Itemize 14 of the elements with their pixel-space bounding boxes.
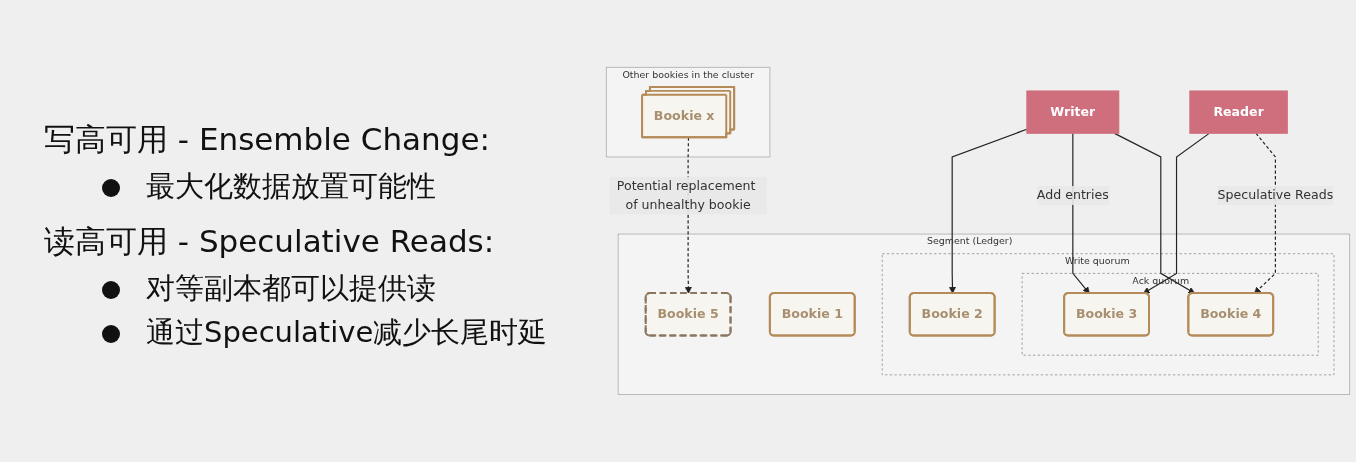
arrow bbox=[1143, 132, 1210, 294]
bullet-text: 通过Speculative减少长尾时延 bbox=[146, 315, 548, 349]
edge-label: Speculative Reads bbox=[1217, 187, 1334, 203]
arrow bbox=[949, 128, 1028, 294]
edge-label: Potential replacement of unhealthy bookie bbox=[616, 178, 756, 213]
arrow bbox=[1254, 132, 1276, 294]
bullet-text: 最大化数据放置可能性 bbox=[146, 169, 436, 203]
arrow bbox=[1113, 132, 1196, 294]
node-box: Writer bbox=[1026, 90, 1120, 134]
bullet-text: 对等副本都可以提供读 bbox=[146, 271, 436, 305]
node-box: Reader bbox=[1189, 90, 1288, 134]
edge-label: Add entries bbox=[1036, 187, 1109, 203]
heading-text: 写高可用 - Ensemble Change: bbox=[44, 120, 491, 159]
heading-text: 读高可用 - Speculative Reads: bbox=[44, 222, 496, 261]
